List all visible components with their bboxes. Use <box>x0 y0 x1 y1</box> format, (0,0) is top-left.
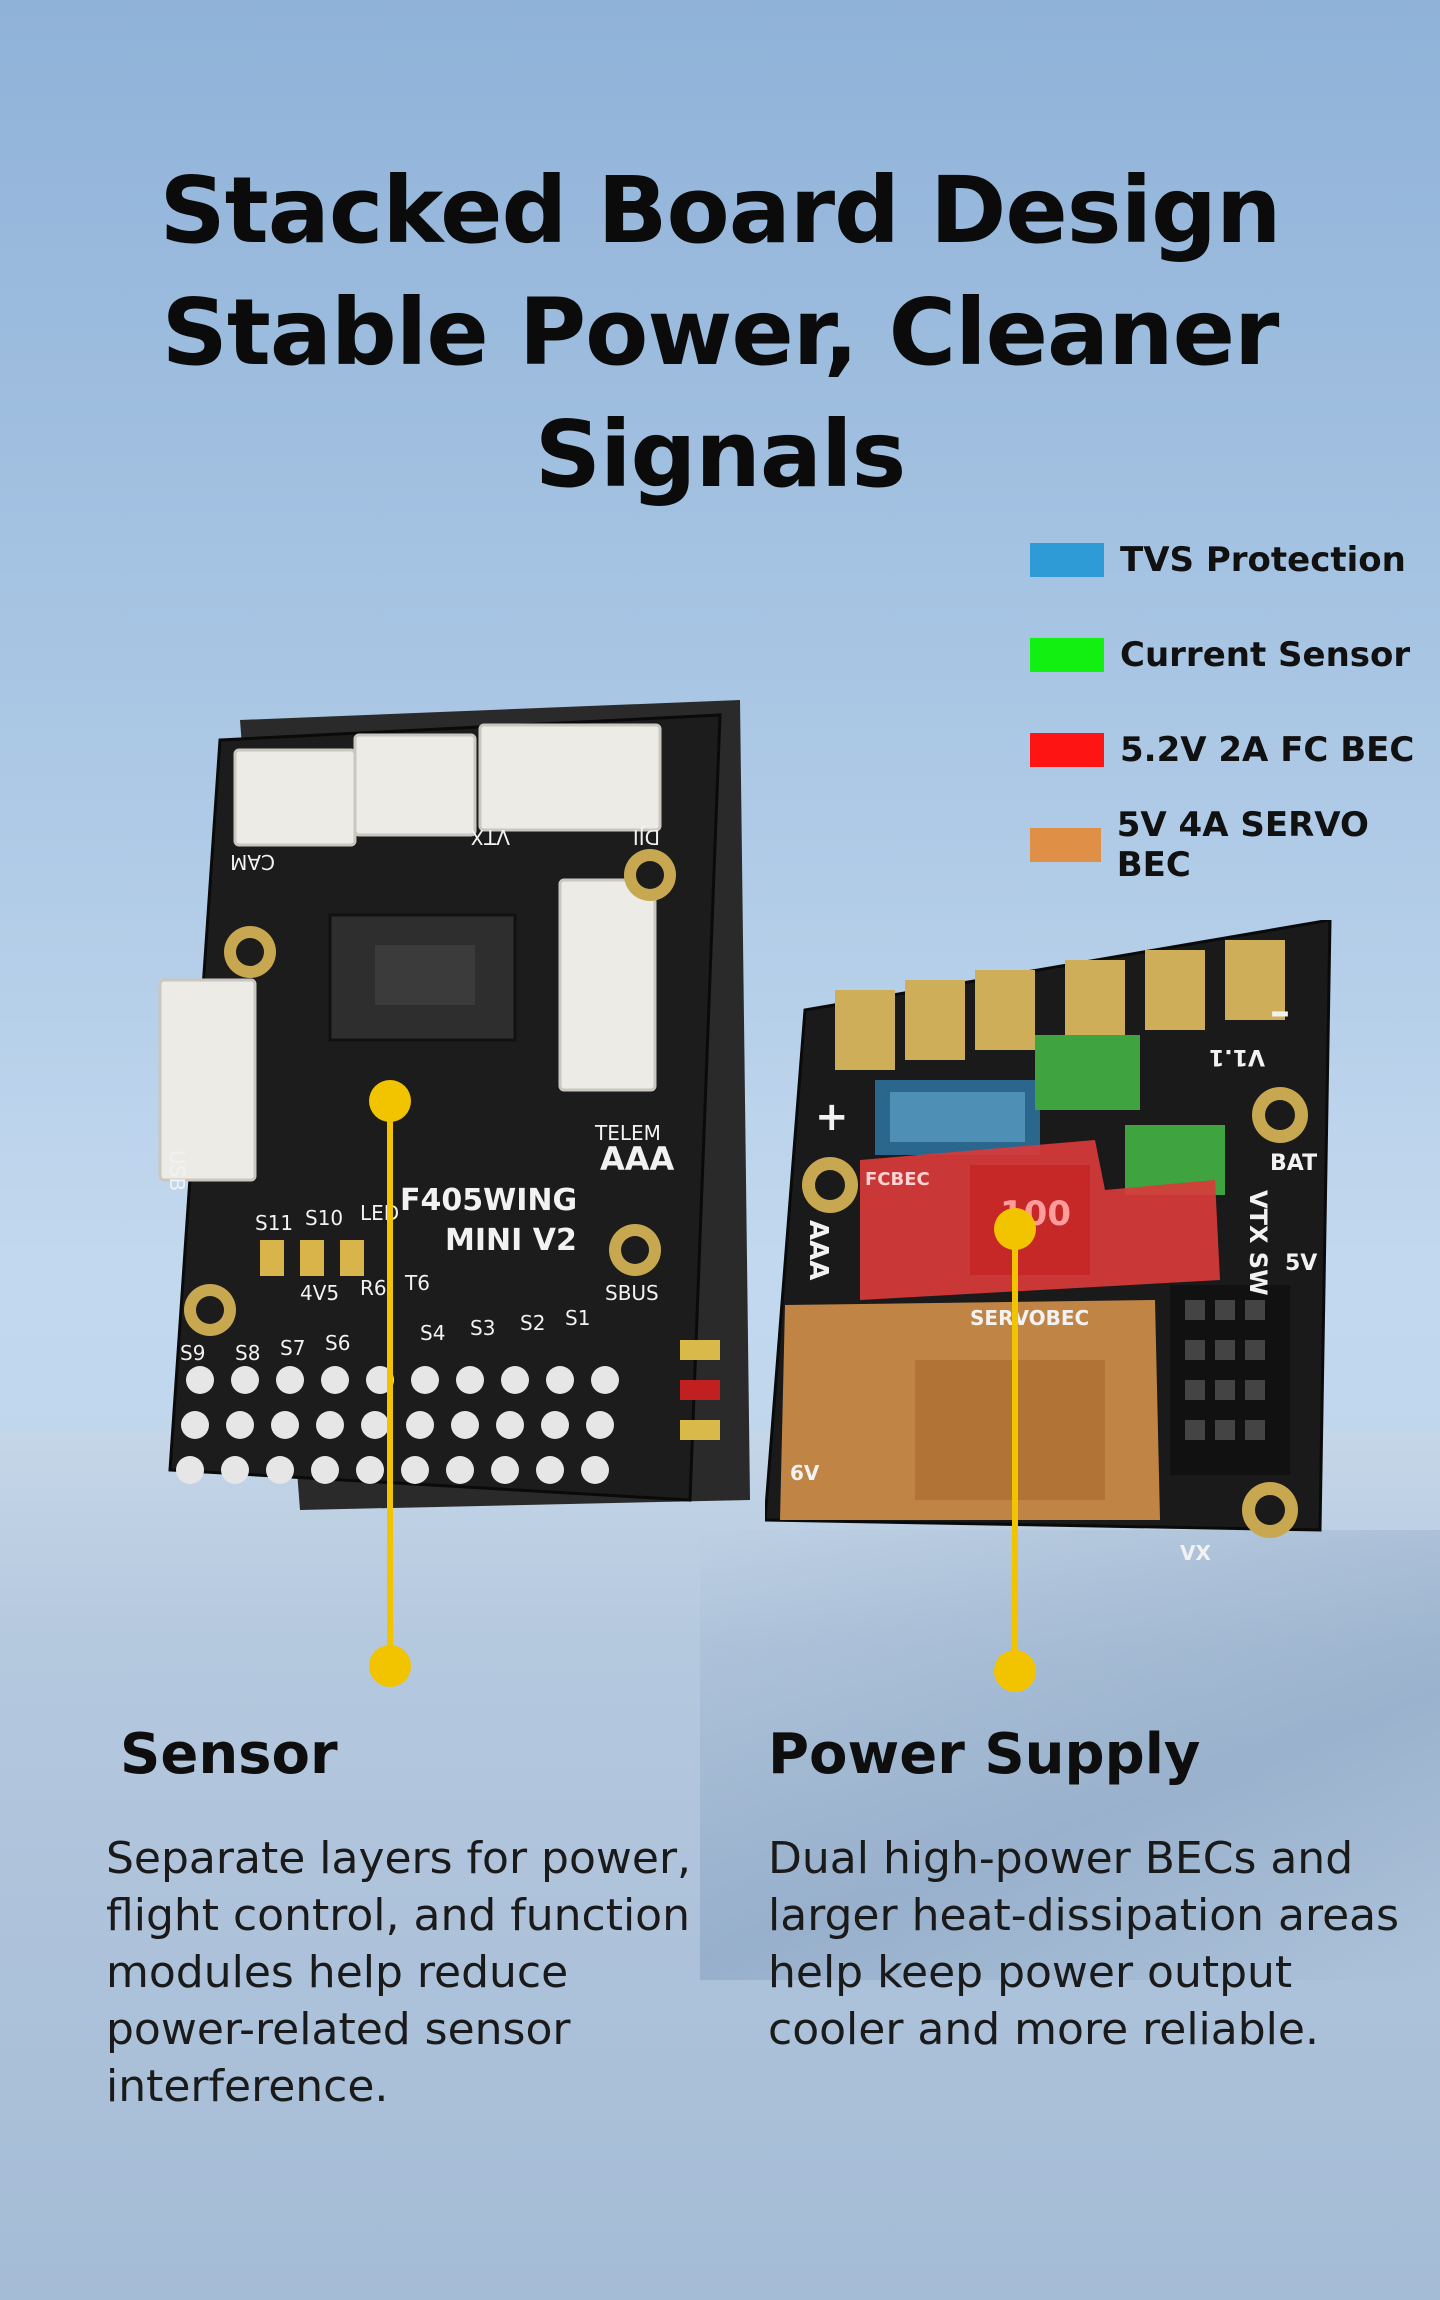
power-line-2: larger heat-dissipation areas <box>768 1890 1400 1941</box>
version-label: V1.1 <box>1209 1044 1265 1069</box>
ledge-surface <box>0 1430 1440 2300</box>
s3-label: S3 <box>470 1316 495 1340</box>
sensor-description: Separate layers for power, flight contro… <box>106 1830 691 2115</box>
sensor-pointer-end-dot <box>369 1645 411 1687</box>
legend-swatch-fc-bec <box>1030 732 1104 767</box>
legend-item-tvs: TVS Protection <box>1030 512 1440 607</box>
vtx-label: VTX <box>470 825 510 849</box>
legend-label-current-sensor: Current Sensor <box>1120 634 1411 675</box>
bat-label: BAT <box>1270 1151 1317 1176</box>
s10-label: S10 <box>305 1206 343 1230</box>
s1-label: S1 <box>565 1306 590 1330</box>
dji-label: DJI <box>633 825 660 849</box>
s9-label: S9 <box>180 1341 205 1365</box>
plus-label: + <box>815 1094 849 1140</box>
6v-label: 6V <box>790 1461 820 1485</box>
s11-label: S11 <box>255 1211 293 1235</box>
sbus-label: SBUS <box>605 1281 659 1305</box>
s4-label: S4 <box>420 1321 445 1345</box>
legend-swatch-current-sensor <box>1030 637 1104 672</box>
headline-line-1: Stacked Board Design <box>159 157 1282 264</box>
sensor-line-3: modules help reduce <box>106 1947 569 1998</box>
power-pointer-start-dot <box>994 1208 1036 1250</box>
power-pointer-line <box>1012 1228 1018 1670</box>
usb-label: USB <box>165 1150 189 1191</box>
t6-label: T6 <box>404 1271 430 1295</box>
board-name-label: F405WING <box>400 1183 577 1218</box>
4v5-label: 4V5 <box>300 1281 339 1305</box>
led-label: LED <box>360 1201 399 1225</box>
servobec-label: SERVOBEC <box>970 1306 1089 1330</box>
sensor-pointer-line <box>387 1100 393 1665</box>
r6-label: R6 <box>360 1276 387 1300</box>
fcbec-label: FCBEC <box>865 1169 930 1190</box>
sensor-line-5: interference. <box>106 2061 389 2112</box>
legend-item-servo-bec: 5V 4A SERVO BEC <box>1030 797 1440 892</box>
vtx-sw-label: VTX SW <box>1244 1190 1272 1296</box>
s8-label: S8 <box>235 1341 260 1365</box>
ledge-shadow <box>700 1530 1440 1980</box>
telem-label: TELEM <box>594 1121 661 1145</box>
s2-label: S2 <box>520 1311 545 1335</box>
sensor-title: Sensor <box>120 1722 338 1787</box>
legend-label-fc-bec: 5.2V 2A FC BEC <box>1120 729 1415 770</box>
s6-label: S6 <box>325 1331 350 1355</box>
legend-swatch-servo-bec <box>1030 827 1101 862</box>
legend-item-fc-bec: 5.2V 2A FC BEC <box>1030 702 1440 797</box>
legend-swatch-tvs <box>1030 542 1104 577</box>
legend-label-servo-bec: 5V 4A SERVO BEC <box>1116 804 1369 885</box>
sensor-pointer-start-dot <box>369 1080 411 1122</box>
power-supply-description: Dual high-power BECs and larger heat-dis… <box>768 1830 1399 2058</box>
power-line-1: Dual high-power BECs and <box>768 1833 1354 1884</box>
aaa-label-right: AAA <box>803 1220 833 1280</box>
aaa-label-left: AAA <box>600 1140 675 1178</box>
power-supply-title: Power Supply <box>768 1722 1201 1787</box>
sensor-line-4: power-related sensor <box>106 2004 571 2055</box>
cam-label: CAM <box>230 850 275 874</box>
color-legend: TVS Protection Current Sensor 5.2V 2A FC… <box>1030 512 1440 892</box>
minus-label: – <box>1270 989 1290 1035</box>
s7-label: S7 <box>280 1336 305 1360</box>
flight-controller-board: F405WING MINI V2 AAA TELEM SBUS LED S11 … <box>150 680 750 1530</box>
board-name-2-label: MINI V2 <box>445 1223 577 1258</box>
5v-label: 5V <box>1285 1251 1317 1276</box>
headline-line-2: Stable Power, Cleaner Signals <box>161 279 1280 508</box>
vx-label: VX <box>1180 1541 1211 1565</box>
headline: Stacked Board Design Stable Power, Clean… <box>0 150 1440 516</box>
power-pointer-end-dot <box>994 1650 1036 1692</box>
legend-label-tvs: TVS Protection <box>1120 539 1406 580</box>
power-board: + – V1.1 BAT 5V VTX SW AAA FCBEC SERVOBE… <box>765 920 1335 1580</box>
power-line-4: cooler and more reliable. <box>768 2004 1319 2055</box>
sensor-line-1: Separate layers for power, <box>106 1833 692 1884</box>
legend-item-current-sensor: Current Sensor <box>1030 607 1440 702</box>
power-line-3: help keep power output <box>768 1947 1293 1998</box>
sensor-line-2: flight control, and function <box>106 1890 690 1941</box>
